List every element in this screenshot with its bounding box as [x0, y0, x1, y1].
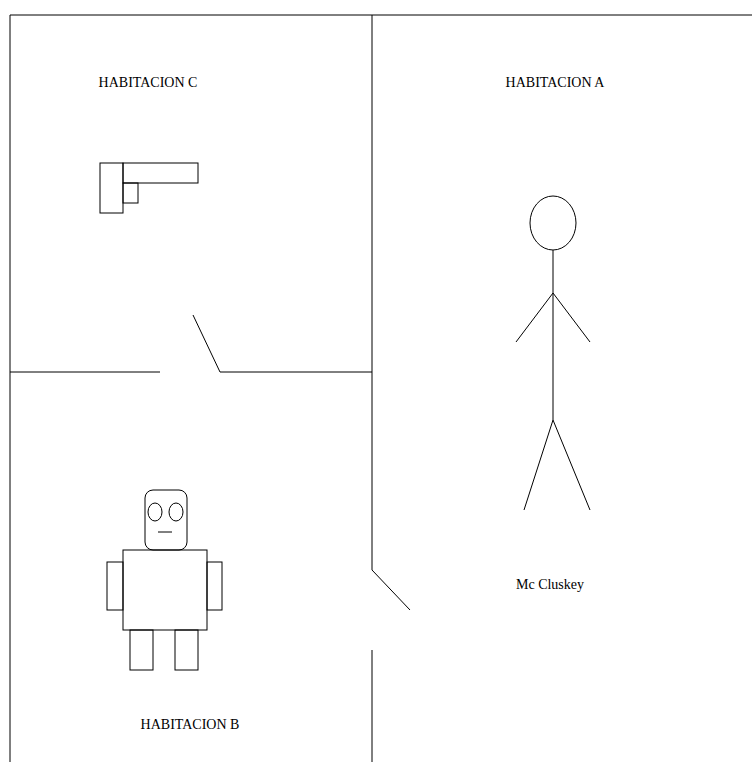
doors [193, 315, 410, 610]
figure-name: Mc Cluskey [516, 577, 584, 592]
gun-icon [100, 163, 198, 213]
stick-figure [516, 196, 590, 510]
room-region: HABITACION A [372, 15, 752, 762]
walls [10, 15, 752, 762]
room-name: HABITACION C [99, 75, 198, 90]
room-name: HABITACION B [141, 717, 240, 732]
room-name: HABITACION A [506, 75, 605, 90]
room-region: HABITACION B [10, 372, 372, 762]
room-region: HABITACION C [10, 15, 372, 372]
robot-figure [107, 490, 222, 670]
